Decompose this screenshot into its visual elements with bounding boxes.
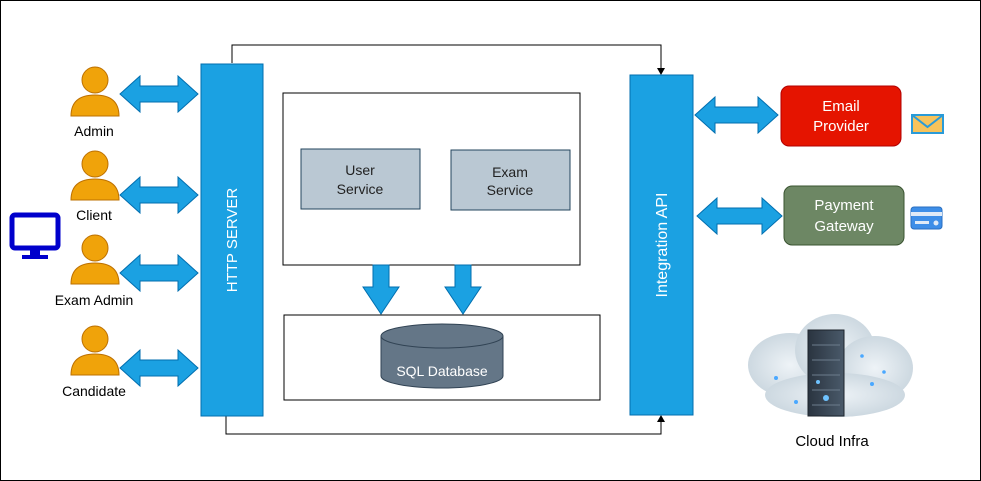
credit-card-icon xyxy=(910,206,943,230)
http-server: HTTP SERVER xyxy=(200,63,264,417)
actor-label: Admin xyxy=(74,123,114,139)
server-rack-icon xyxy=(807,329,845,417)
user-service-line1: User xyxy=(345,162,375,178)
sql-database: SQL Database xyxy=(380,323,504,389)
email-provider: Email Provider xyxy=(780,85,902,147)
user-icon xyxy=(70,66,120,117)
sql-database-label: SQL Database xyxy=(396,363,488,379)
actor-label: Client xyxy=(76,207,112,223)
actor-admin: Admin xyxy=(70,66,120,139)
actor-label: Candidate xyxy=(62,383,126,399)
http-server-label: HTTP SERVER xyxy=(224,188,241,293)
connector-bottom xyxy=(225,415,665,435)
down-arrow-exam-service xyxy=(444,264,482,315)
double-arrow-candidate xyxy=(119,348,199,388)
cloud-infra-label: Cloud Infra xyxy=(795,433,869,450)
double-arrow-email xyxy=(694,95,779,135)
payment-gateway-line2: Gateway xyxy=(814,218,874,235)
connector-top xyxy=(231,44,665,75)
email-provider-line1: Email xyxy=(822,98,860,115)
user-icon xyxy=(70,325,120,376)
actor-client: Client xyxy=(70,150,120,223)
double-arrow-client xyxy=(119,175,199,215)
exam-service-line1: Exam xyxy=(492,164,528,180)
payment-gateway-line1: Payment xyxy=(814,197,874,214)
actor-label: Exam Admin xyxy=(55,292,134,308)
user-icon xyxy=(70,150,120,201)
integration-api: Integration API xyxy=(629,74,694,416)
double-arrow-payment xyxy=(696,196,783,236)
down-arrow-user-service xyxy=(362,264,400,315)
exam-service-line2: Service xyxy=(487,182,534,198)
user-service-line2: Service xyxy=(337,181,384,197)
payment-gateway: Payment Gateway xyxy=(783,185,905,246)
user-icon xyxy=(70,234,120,285)
exam-service: Exam Service xyxy=(450,149,571,211)
user-service: User Service xyxy=(300,148,421,210)
email-provider-line2: Provider xyxy=(813,118,869,135)
envelope-icon xyxy=(911,114,944,134)
actor-exam-admin: Exam Admin xyxy=(55,234,134,308)
actor-candidate: Candidate xyxy=(62,325,126,399)
cloud-infra: Cloud Infra xyxy=(748,314,913,450)
double-arrow-admin xyxy=(119,74,199,114)
monitor-icon xyxy=(9,212,61,259)
integration-api-label: Integration API xyxy=(654,193,671,298)
double-arrow-exam-admin xyxy=(119,253,199,293)
